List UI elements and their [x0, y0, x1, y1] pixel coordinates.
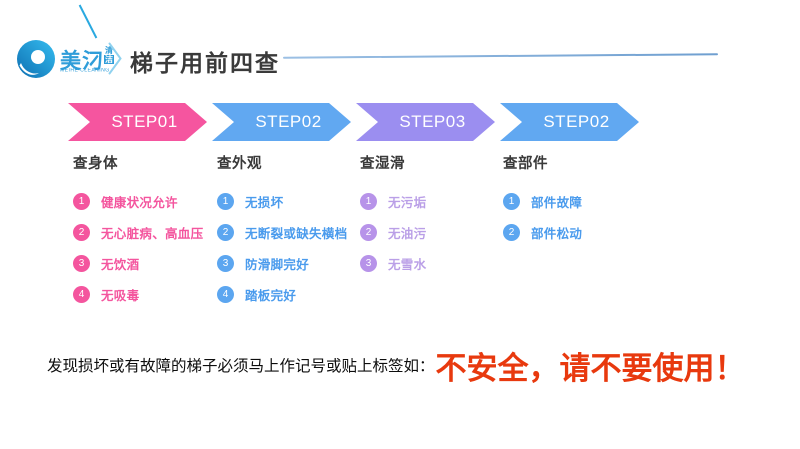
brand-suffix: 清 洁 — [104, 46, 114, 64]
item-label: 健康状况允许 — [101, 196, 178, 210]
chevron-right-icon — [108, 42, 122, 75]
item-label: 无雪水 — [388, 258, 427, 272]
item-label: 无油污 — [388, 227, 427, 241]
list-item: 2 无心脏病、高血压 — [73, 217, 218, 248]
list-item: 4 无吸毒 — [73, 279, 218, 310]
number-badge: 2 — [503, 224, 520, 241]
step-arrow-4: STEP02 — [500, 103, 639, 141]
item-label: 无损坏 — [245, 196, 284, 210]
step-arrow-1: STEP01 — [68, 103, 207, 141]
brand-name-en: MEIHE CLEANING — [60, 68, 110, 74]
column-header: 查外观 — [217, 156, 262, 172]
column-header: 查身体 — [73, 156, 118, 172]
list-item: 3 无雪水 — [360, 248, 505, 279]
number-badge: 1 — [217, 193, 234, 210]
step-arrow-2: STEP02 — [212, 103, 351, 141]
header-divider-line — [282, 53, 719, 59]
list-item: 2 无断裂或缺失横档 — [217, 217, 362, 248]
list-item: 2 部件松动 — [503, 217, 648, 248]
number-badge: 3 — [360, 255, 377, 272]
item-label: 无断裂或缺失横档 — [245, 227, 348, 241]
diagonal-accent-line — [78, 4, 98, 39]
list-item: 2 无油污 — [360, 217, 505, 248]
number-badge: 2 — [217, 224, 234, 241]
number-badge: 2 — [360, 224, 377, 241]
list-item: 3 防滑脚完好 — [217, 248, 362, 279]
item-label: 无心脏病、高血压 — [101, 227, 204, 241]
number-badge: 4 — [217, 286, 234, 303]
check-column-body: 查身体 1 健康状况允许 2 无心脏病、高血压 3 无饮酒 4 无吸毒 — [73, 152, 218, 310]
check-column-parts: 查部件 1 部件故障 2 部件松动 — [503, 152, 648, 248]
step-arrow-3: STEP03 — [356, 103, 495, 141]
item-label: 防滑脚完好 — [245, 258, 310, 272]
list-item: 1 无污垢 — [360, 186, 505, 217]
list-item: 4 踏板完好 — [217, 279, 362, 310]
list-item: 1 无损坏 — [217, 186, 362, 217]
check-column-appearance: 查外观 1 无损坏 2 无断裂或缺失横档 3 防滑脚完好 4 踏板完好 — [217, 152, 362, 310]
item-label: 无污垢 — [388, 196, 427, 210]
number-badge: 4 — [73, 286, 90, 303]
item-label: 无吸毒 — [101, 289, 140, 303]
number-badge: 1 — [73, 193, 90, 210]
number-badge: 3 — [73, 255, 90, 272]
brand-suffix-top: 清 — [105, 46, 113, 55]
list-item: 3 无饮酒 — [73, 248, 218, 279]
footer-note: 发现损坏或有故障的梯子必须马上作记号或贴上标签如： 不安全，请不要使用！ — [0, 336, 800, 394]
item-label: 踏板完好 — [245, 289, 297, 303]
item-label: 无饮酒 — [101, 258, 140, 272]
column-header: 查部件 — [503, 156, 548, 172]
list-item: 1 部件故障 — [503, 186, 648, 217]
number-badge: 1 — [503, 193, 520, 210]
brand-logo-icon — [17, 40, 55, 78]
brand-name: 美汈 — [60, 50, 104, 73]
page-title: 梯子用前四查 — [130, 50, 280, 76]
footer-warning-text: 不安全，请不要使用！ — [435, 350, 746, 386]
check-column-slippery: 查湿滑 1 无污垢 2 无油污 3 无雪水 — [360, 152, 505, 279]
footer-instruction-text: 发现损坏或有故障的梯子必须马上作记号或贴上标签如： — [47, 358, 435, 375]
list-item: 1 健康状况允许 — [73, 186, 218, 217]
item-label: 部件故障 — [531, 196, 583, 210]
step-arrow-row: STEP01 STEP02 STEP03 STEP02 — [68, 103, 639, 141]
brand-suffix-bottom: 洁 — [104, 55, 114, 64]
number-badge: 2 — [73, 224, 90, 241]
number-badge: 1 — [360, 193, 377, 210]
column-header: 查湿滑 — [360, 156, 405, 172]
number-badge: 3 — [217, 255, 234, 272]
item-label: 部件松动 — [531, 227, 583, 241]
